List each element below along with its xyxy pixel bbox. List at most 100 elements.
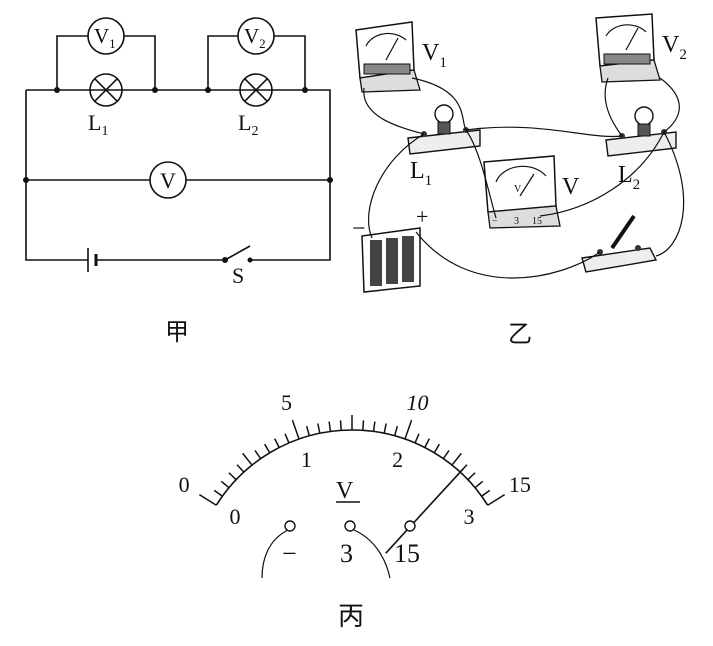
dial-tick (424, 438, 431, 448)
lamp-l2-symbol (239, 73, 273, 107)
right-wire (26, 89, 331, 261)
panel-label-yi: 乙 (508, 320, 532, 348)
lamp-l2-label: L2 (238, 110, 258, 139)
dial-tick (481, 489, 491, 497)
dial-tick (254, 449, 262, 460)
dial-tick (467, 472, 476, 481)
dial-upper-label: 5 (281, 390, 292, 415)
terminal-minus (284, 520, 296, 532)
dial-tick (383, 423, 387, 434)
meter-v-needle (519, 173, 535, 197)
meter-v1-terminals (363, 63, 411, 75)
v2-wire-left (207, 35, 238, 90)
wire-l2-to-switch (655, 131, 685, 257)
meter-v-arc (495, 165, 547, 183)
wire-v1-to-l1b (411, 77, 467, 131)
dial-tick (305, 425, 311, 436)
wiring-diagram: V1 V2 V − 3 15 V L (352, 13, 687, 293)
dial-tick (242, 452, 253, 466)
dial-tick (220, 480, 230, 489)
cell-1 (370, 240, 382, 286)
v2-wire-right (274, 35, 306, 90)
cell-2 (386, 238, 398, 284)
knife-switch (581, 214, 658, 273)
meter-v1-arc (365, 32, 407, 47)
dial-tick (404, 419, 413, 440)
lamp-holder-l2 (605, 106, 677, 157)
dial-tick (393, 425, 399, 436)
lamp-l1-symbol (89, 73, 123, 107)
lamp-holder-l1 (407, 104, 481, 155)
v1-wire-left (56, 35, 88, 90)
meter-v2-terminals (603, 53, 651, 65)
schematic-diagram: S V L1 V1 L2 V2 (23, 17, 333, 288)
bulb-l1 (434, 104, 454, 124)
dial-tick (442, 449, 450, 460)
lead-wire-minus (261, 529, 289, 579)
battery-pack (361, 227, 421, 293)
dial-lower-label: 1 (301, 447, 312, 472)
dial-tick (228, 472, 237, 481)
bulb-l2-socket (637, 123, 651, 137)
voltmeter-v2-symbol (237, 17, 275, 55)
voltmeter-v-label: V (160, 168, 176, 193)
wiring-v-label: V (562, 174, 580, 200)
dial-tick (284, 433, 290, 444)
dial-tick (213, 489, 223, 497)
dial-tick (328, 421, 332, 432)
dial-lower-label: 0 (229, 504, 240, 529)
lamp-l1-cross-b (94, 78, 118, 102)
wire-v1-to-l1 (363, 87, 425, 135)
node-v2-right (302, 87, 308, 93)
wire-v-to-l2 (539, 131, 665, 217)
wiring-l1-label: L1 (410, 158, 432, 189)
meter-v1-needle (385, 37, 399, 61)
panel-label-bing: 丙 (338, 602, 364, 632)
meter-v-face-label: V (514, 184, 522, 195)
battery-minus-label: − (352, 216, 366, 242)
switch-terminal-b (635, 245, 641, 251)
wire-l1-to-battery (368, 133, 425, 239)
dial-ticks (198, 415, 506, 506)
wire-v2-to-l2 (604, 77, 623, 137)
meter-v-term-minus: − (492, 216, 498, 227)
switch-label: S (232, 263, 244, 288)
wire-l1-to-l2 (465, 126, 623, 138)
dial-arc (215, 429, 489, 506)
wiring-v2-label: V2 (662, 32, 687, 63)
battery-plus-label: + (416, 204, 428, 229)
dial-lower-label: 2 (392, 447, 403, 472)
switch-lever (610, 214, 636, 250)
dial-tick (236, 464, 245, 473)
node-v2-left (205, 87, 211, 93)
dial-upper-label: 10 (407, 390, 429, 415)
lead-wire-3 (353, 529, 391, 579)
bulb-l1-socket (437, 121, 451, 135)
dial-tick (291, 419, 300, 440)
meter-v1 (355, 21, 421, 93)
terminal-15-label: 15 (394, 539, 420, 568)
dial-tick (198, 493, 217, 506)
lamp-l2-cross-b (244, 78, 268, 102)
cell-3 (402, 236, 414, 282)
terminal-minus-label: − (282, 539, 297, 568)
meter-v2 (595, 13, 661, 83)
meter-v-term-15: 15 (532, 216, 542, 227)
terminal-3-label: 3 (340, 539, 353, 568)
v1-wire-right (124, 35, 156, 90)
dial-tick (414, 433, 420, 444)
voltmeter-v2-label: V2 (244, 24, 266, 51)
meter-v2-needle (625, 27, 639, 51)
panel-label-jia: 甲 (165, 318, 189, 346)
wire-v2-to-l2b (659, 77, 680, 133)
wiring-l2-label: L2 (618, 162, 640, 193)
lamp-l1-label: L1 (88, 110, 108, 139)
dial-tick (317, 423, 321, 434)
node-left-mid (23, 177, 29, 183)
meter-v: V − 3 15 (483, 155, 561, 229)
voltmeter-v1-symbol (87, 17, 125, 55)
dial-lower-label: 3 (464, 504, 475, 529)
